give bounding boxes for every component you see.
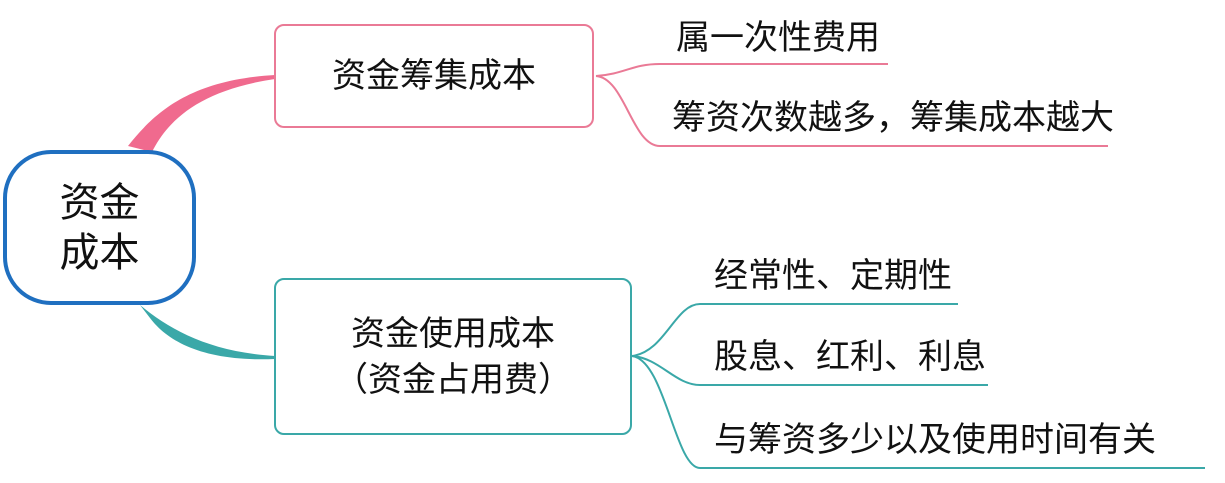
connector-usage-to-leaf-1 — [631, 303, 958, 357]
root-label-line-2: 成本 — [59, 229, 140, 276]
leaf-node: 股息、红利、利息 — [714, 337, 986, 377]
leaf-node: 经常性、定期性 — [714, 256, 952, 296]
branch-label-line-2: （资金占用费） — [334, 359, 572, 400]
connector-usage-to-leaf-2 — [631, 355, 988, 386]
connector-usage-to-leaf-3 — [631, 355, 1205, 469]
branch-label: 资金筹集成本 — [332, 56, 536, 96]
root-label-line-1: 资金 — [59, 179, 140, 226]
leaf-node: 属一次性费用 — [676, 18, 880, 58]
leaf-node: 筹资次数越多，筹集成本越大 — [672, 98, 1114, 138]
branch-node-usage-cost: 资金使用成本 （资金占用费） — [274, 278, 632, 435]
connector-root-to-fundraising — [128, 75, 275, 152]
connector-root-to-usage — [140, 305, 275, 360]
leaf-node: 与筹资多少以及使用时间有关 — [714, 420, 1156, 460]
connector-fundraising-to-leaf-2 — [595, 75, 1108, 147]
branch-label-line-1: 资金使用成本 — [351, 313, 555, 354]
branch-node-fundraising-cost: 资金筹集成本 — [274, 24, 594, 128]
connector-fundraising-to-leaf-1 — [595, 63, 888, 77]
root-node: 资金 成本 — [3, 150, 196, 305]
